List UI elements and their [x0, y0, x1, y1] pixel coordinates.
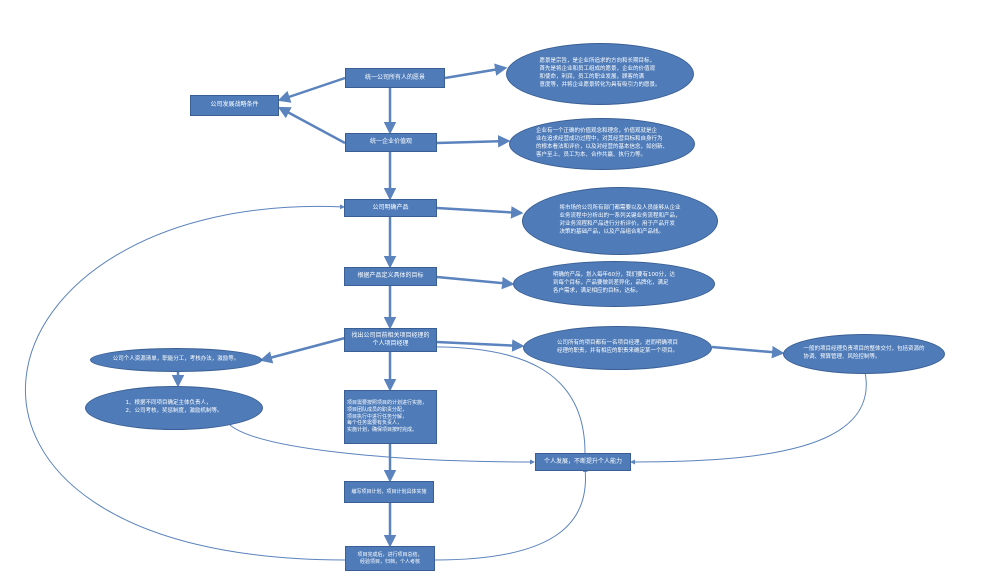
curve-launch-to-teambuild	[434, 467, 588, 561]
curve-teambuild-to-pm	[422, 344, 586, 454]
node-unify-values: 统一公司所有人的愿景	[345, 68, 445, 88]
node-project-result: 一般的项目经理负责项目的整体交付，包括资源的 协调、预算管理、风险控制等。	[783, 334, 945, 374]
node-product-goal-desc: 明确的产品，划入每年60分，我们要有100分，达 到每个目标，产品要做到差异化，…	[513, 261, 715, 307]
node-product-goal: 根据产品定义具体的目标	[344, 267, 437, 286]
node-center-plan: 项目需要按照项目的计划进行实施， 项目团队成员的职责分配， 项目执行中进行任务分…	[344, 390, 437, 444]
curve-result-to-teambuild	[630, 371, 867, 465]
node-company-product: 公司明确产品	[344, 199, 437, 217]
node-project-manager: 找出公司目前相关项目经理的 个人项目经理	[344, 328, 437, 352]
arrow-values-to-conditions	[277, 76, 346, 103]
arrow-culture-to-conditions	[277, 106, 346, 145]
node-left-team: 公司个人资源清单，职能分工，考核办法，激励等。	[90, 348, 262, 372]
node-unify-culture: 统一企业价值观	[345, 133, 437, 152]
arrow-desc-to-result	[711, 345, 785, 359]
node-left-steps: 1、根据不同项目确定主体负责人， 2、公司考核，奖惩制度，激励机制等。	[85, 386, 263, 430]
node-implement: 编写项目计划，项目计划具体实施	[344, 481, 434, 503]
node-company-conditions: 公司发展战略条件	[190, 95, 279, 116]
node-project-manager-desc: 公司所有的项目都有一名项目经理，进而明确项目 经理的职责，并有相应的职责来确定某…	[523, 326, 712, 370]
arrow-goal-to-desc	[436, 275, 515, 290]
arrow-pm-to-desc	[436, 339, 525, 352]
curve-steps-to-teambuild	[229, 424, 535, 465]
arrow-values-to-desc	[444, 63, 508, 80]
node-unify-culture-desc: 企业有一个正确的价值观念和理念，价值观就是企 业在追求经营成功过程中，对其经营目…	[509, 118, 695, 170]
arrow-pm-to-team	[259, 336, 346, 364]
arrow-culture-to-desc	[436, 135, 511, 148]
curve-launch-to-product	[24, 204, 346, 561]
node-launch: 项目完成后，进行项目总结， 经验项目，归档，个人考核	[345, 546, 435, 571]
arrow-product-to-desc	[436, 206, 524, 219]
node-company-product-desc: 将市场的公司所有部门都需要以及人员能够从企业 业务流程中分析出的一系列关键业务流…	[522, 187, 718, 255]
node-unify-values-desc: 愿景是宗旨，是企业所追求的方向和长期目标， 首先是将企业和员工组成的愿景，企业的…	[506, 43, 694, 105]
node-team-build: 个人发展，不断提升个人能力	[535, 453, 631, 471]
